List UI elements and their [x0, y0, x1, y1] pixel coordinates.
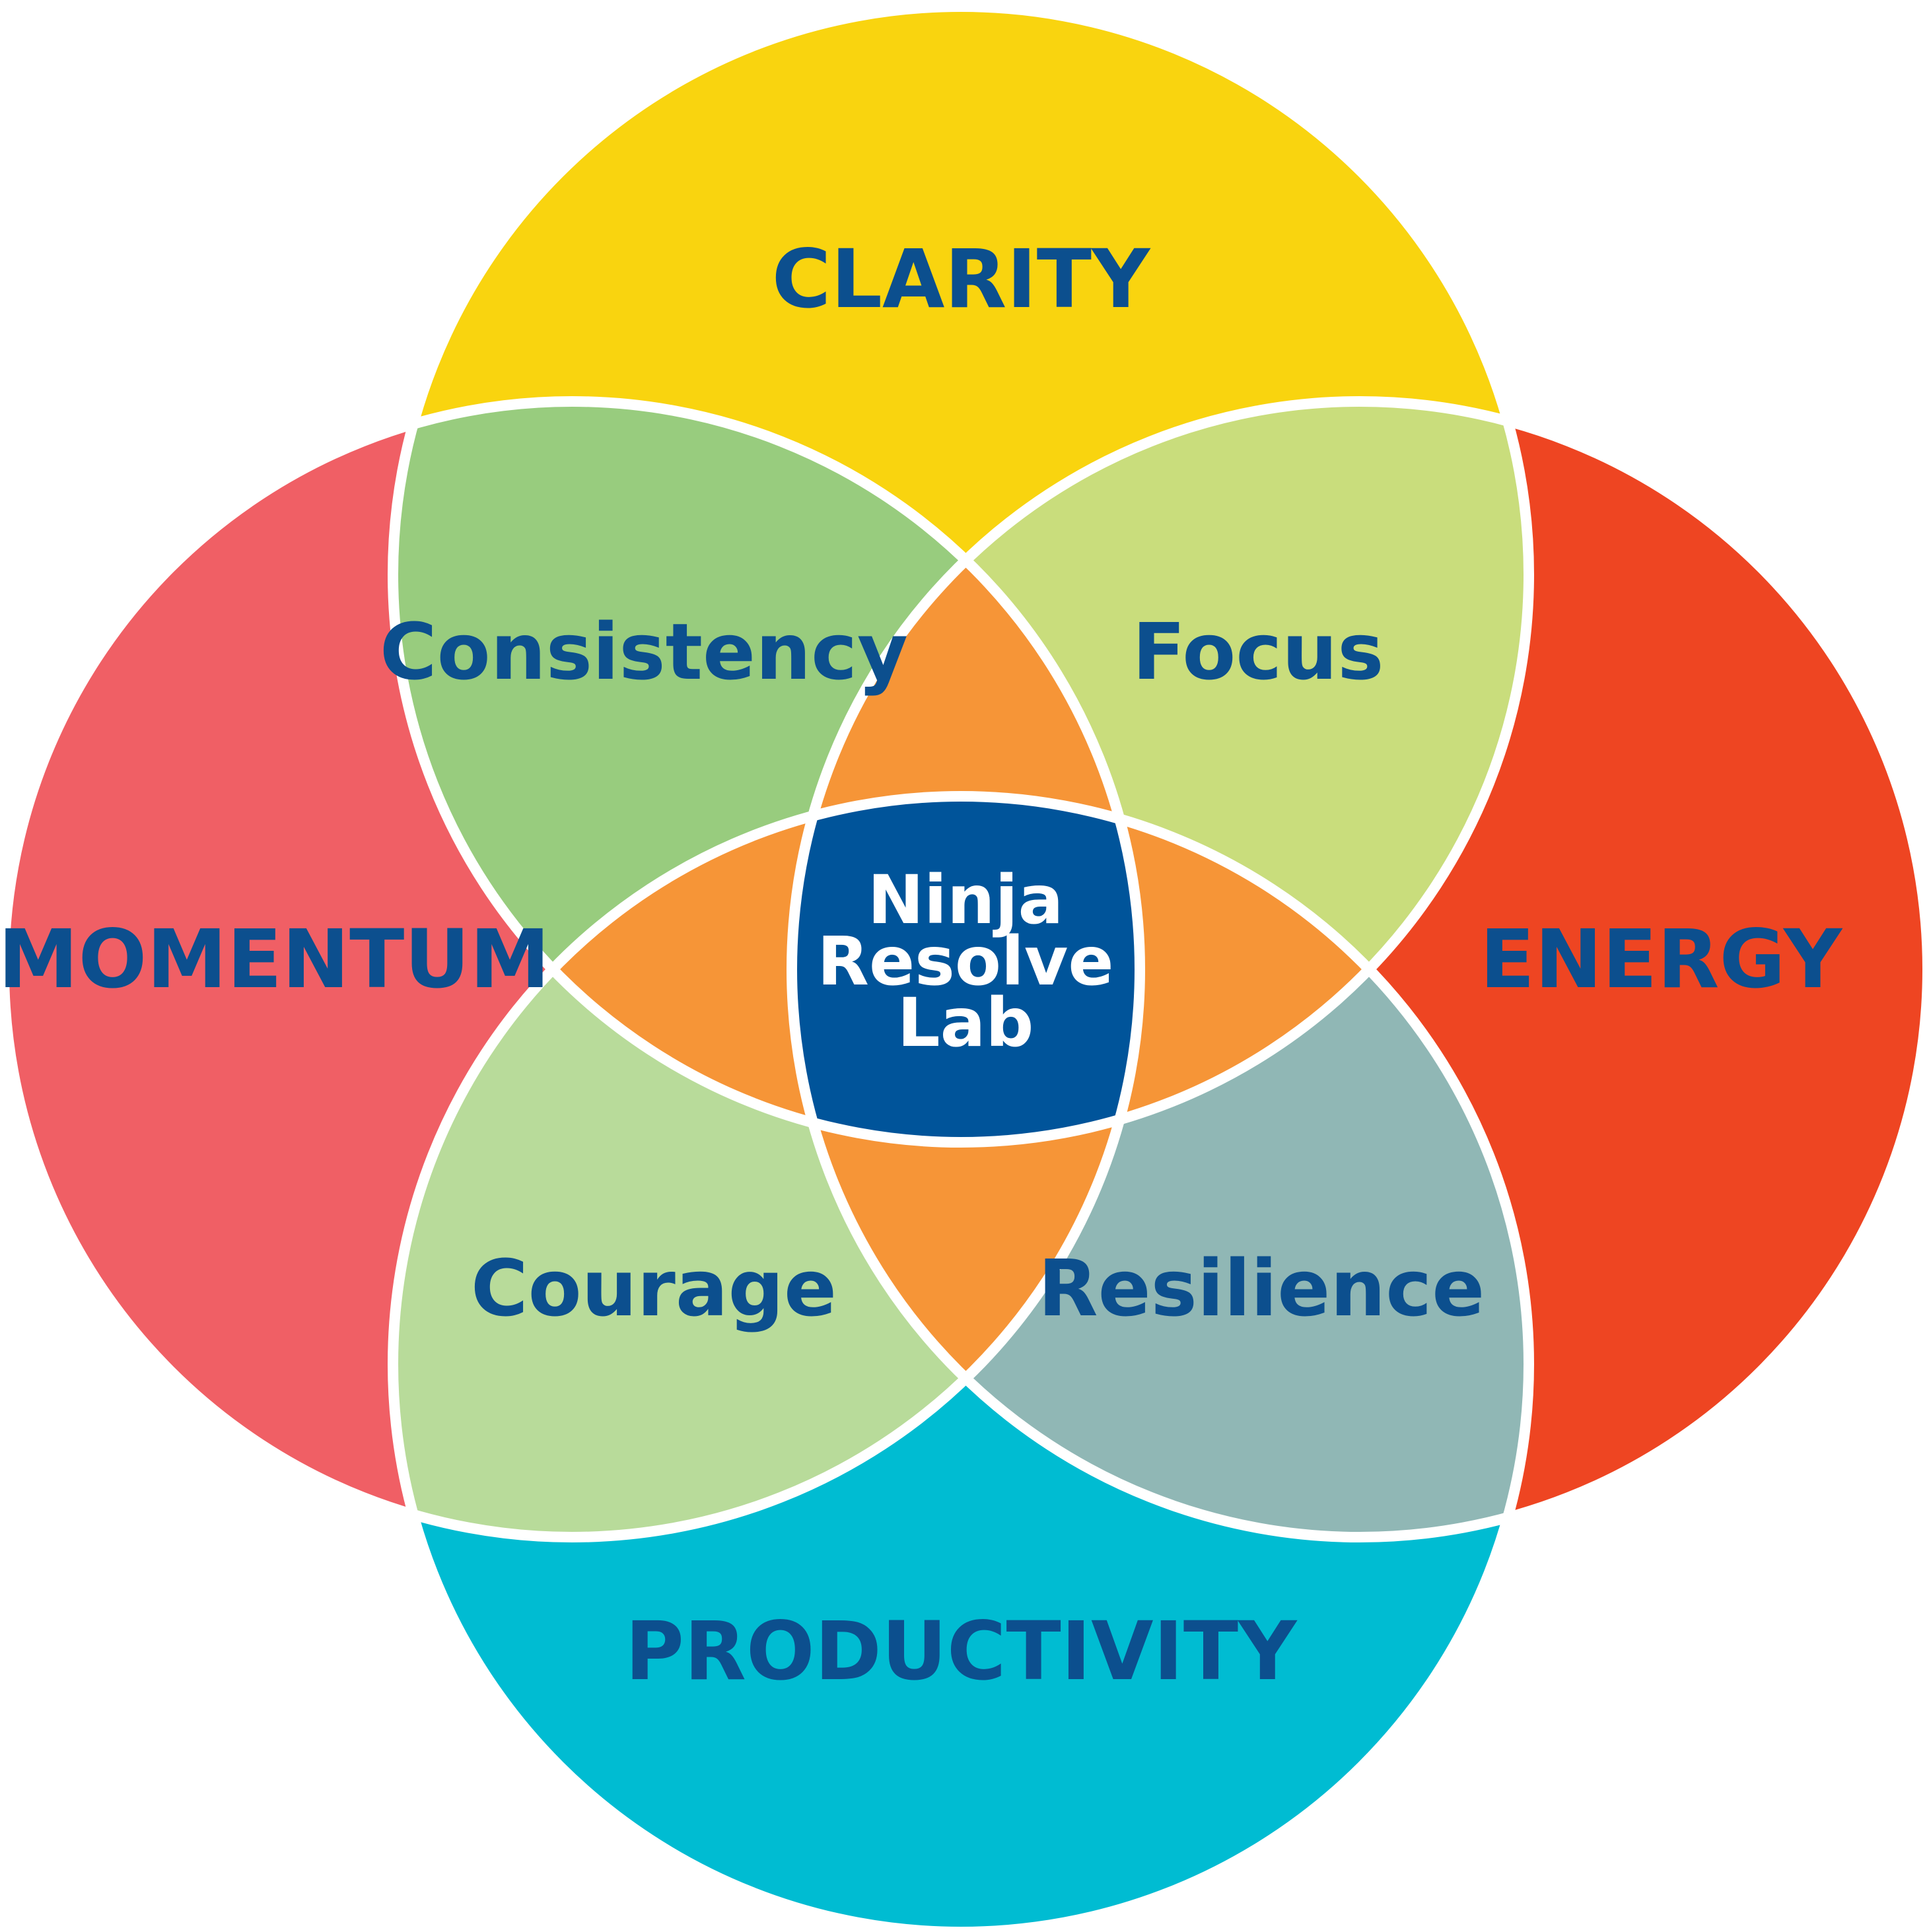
triple-overlap-left — [393, 796, 1140, 1142]
center-label-line-2: Resolve — [817, 922, 1113, 1001]
clarity-outline — [388, 1, 1534, 1148]
courage-label: Courage — [471, 1243, 837, 1334]
center-label-line-3: Lab — [897, 984, 1034, 1062]
energy-label: ENERGY — [1480, 913, 1843, 1006]
focus-label: Focus — [1132, 606, 1384, 697]
clarity-label: CLARITY — [772, 232, 1151, 326]
resilience-label: Resilience — [1038, 1243, 1485, 1334]
consistency-label: Consistency — [380, 606, 908, 697]
productivity-label: PRODUCTIVITY — [625, 1604, 1298, 1698]
center-label-line-1: Ninja — [868, 861, 1064, 940]
productivity-outline — [388, 791, 1534, 1932]
momentum-label: MOMENTUM — [0, 913, 550, 1006]
triple-overlap-right — [792, 796, 1529, 1142]
momentum-outline — [0, 396, 1145, 1542]
energy-outline — [787, 396, 1929, 1542]
